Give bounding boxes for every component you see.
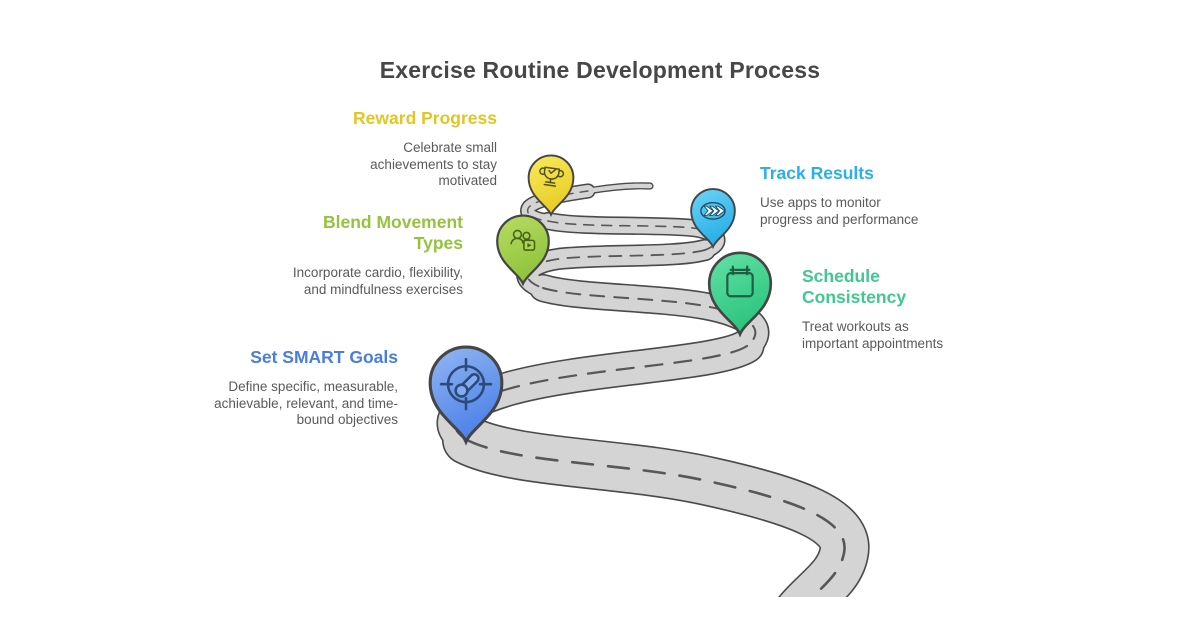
calendar-icon (726, 265, 754, 298)
step-description-track-results: Use apps to monitor progress and perform… (760, 195, 919, 227)
pin-blend-movement (496, 214, 550, 287)
step-description-schedule-consistency: Treat workouts as important appointments (802, 319, 944, 351)
step-reward-progress: Reward Progress Celebrate small achievem… (317, 108, 497, 190)
pin-reward-progress (527, 154, 575, 218)
step-title-blend-movement-types: Blend Movement Types (322, 212, 463, 253)
step-track-results: Track Results Use apps to monitor progre… (760, 163, 960, 228)
step-description-reward-progress: Celebrate small achievements to stay mot… (370, 140, 497, 188)
step-description-set-smart-goals: Define specific, measurable, achievable,… (214, 379, 398, 427)
target-gauge-icon (439, 357, 493, 411)
pin-track-results (690, 188, 736, 250)
road-centerline (452, 190, 846, 597)
step-description-blend-movement-types: Incorporate cardio, flexibility, and min… (292, 265, 463, 297)
page-title: Exercise Routine Development Process (379, 57, 821, 83)
step-schedule-consistency: Schedule Consistency Treat workouts as i… (802, 266, 972, 352)
pin-schedule-consistency (707, 251, 773, 338)
fast-forward-icon (700, 201, 726, 220)
trophy-icon (539, 166, 565, 187)
step-title-reward-progress: Reward Progress (353, 108, 497, 128)
step-title-schedule-consistency: Schedule Consistency (802, 266, 907, 307)
step-set-smart-goals: Set SMART Goals Define specific, measura… (208, 347, 398, 429)
pin-set-smart-goals (428, 345, 504, 446)
step-title-set-smart-goals: Set SMART Goals (250, 347, 398, 367)
step-title-track-results: Track Results (760, 163, 874, 183)
step-blend-movement-types: Blend Movement Types Incorporate cardio,… (283, 212, 463, 298)
people-video-icon (510, 229, 536, 251)
